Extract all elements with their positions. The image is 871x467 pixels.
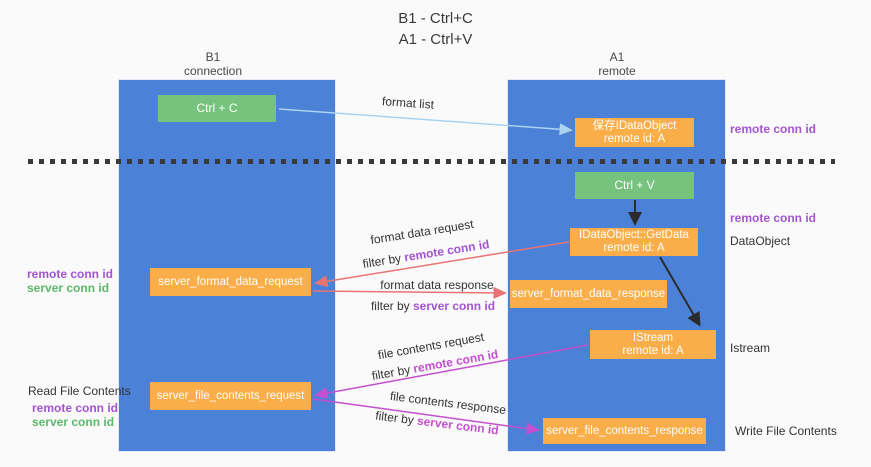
server-conn-id-label-bottom-left: server conn id (32, 415, 115, 429)
remote-conn-id-label-top-right: remote conn id (730, 122, 817, 136)
node-server-file-contents-request: server_file_contents_request (150, 382, 311, 410)
lane-a1-role: remote (598, 64, 636, 78)
format-data-response-filter-label: filter by server conn id (371, 299, 495, 313)
node-server-format-data-response: server_format_data_response (510, 280, 667, 308)
getdata-line1: IDataObject::GetData (579, 229, 689, 241)
server-conn-id-text: server conn id (416, 413, 500, 438)
title-line-1: B1 - Ctrl+C (398, 10, 473, 27)
save-idataobject-line1: 保存IDataObject (592, 119, 677, 132)
ctrl-v-label: Ctrl + V (614, 178, 655, 192)
lane-header-a1: A1 remote (547, 50, 687, 78)
filter-by-text: filter by (374, 408, 415, 428)
node-istream: IStream remote id: A (590, 330, 716, 359)
server-file-contents-request-label: server_file_contents_request (156, 389, 305, 402)
lane-header-b1: B1 connection (143, 50, 283, 78)
node-ctrl-v: Ctrl + V (575, 172, 694, 199)
phase-separator-dashed-line (28, 159, 835, 164)
node-server-format-data-request: server_format_data_request (150, 268, 311, 296)
filter-by-text: filter by (370, 362, 412, 384)
server-format-data-response-label: server_format_data_response (511, 287, 666, 300)
istream-line2: remote id: A (622, 344, 684, 357)
title-line-2: A1 - Ctrl+V (398, 31, 473, 48)
remote-conn-id-label-mid-right: remote conn id (730, 211, 817, 225)
filter-by-text: filter by (370, 299, 410, 313)
server-conn-id-text: server conn id (413, 299, 496, 313)
server-file-contents-response-label: server_file_contents_response (546, 424, 703, 437)
lane-b1-role: connection (183, 64, 243, 78)
save-idataobject-line2: remote id: A (603, 132, 666, 145)
lane-b1-name: B1 (205, 50, 221, 64)
lane-a1-name: A1 (609, 50, 625, 64)
server-format-data-request-label: server_format_data_request (158, 275, 303, 288)
write-file-contents-label: Write File Contents (735, 424, 837, 438)
node-ctrl-c: Ctrl + C (158, 95, 276, 122)
remote-conn-id-label-mid-left: remote conn id (27, 267, 114, 281)
format-data-response-label: format data response (380, 278, 494, 292)
format-list-label: format list (381, 94, 435, 112)
node-server-file-contents-response: server_file_contents_response (543, 418, 706, 444)
read-file-contents-label: Read File Contents (28, 384, 131, 398)
server-conn-id-label-mid-left: server conn id (27, 281, 110, 295)
ctrl-c-label: Ctrl + C (196, 101, 238, 115)
diagram-title: B1 - Ctrl+C A1 - Ctrl+V (0, 8, 871, 50)
filter-by-text: filter by (361, 251, 403, 271)
dataobject-label: DataObject (730, 234, 791, 248)
remote-conn-id-text: remote conn id (403, 237, 491, 265)
getdata-line2: remote id: A (603, 242, 665, 254)
istream-line1: IStream (632, 331, 674, 344)
remote-conn-id-label-bottom-left: remote conn id (32, 401, 119, 415)
istream-side-label: Istream (730, 341, 771, 355)
node-save-idataobject: 保存IDataObject remote id: A (575, 118, 694, 147)
node-idataobject-getdata: IDataObject::GetData remote id: A (570, 228, 698, 256)
